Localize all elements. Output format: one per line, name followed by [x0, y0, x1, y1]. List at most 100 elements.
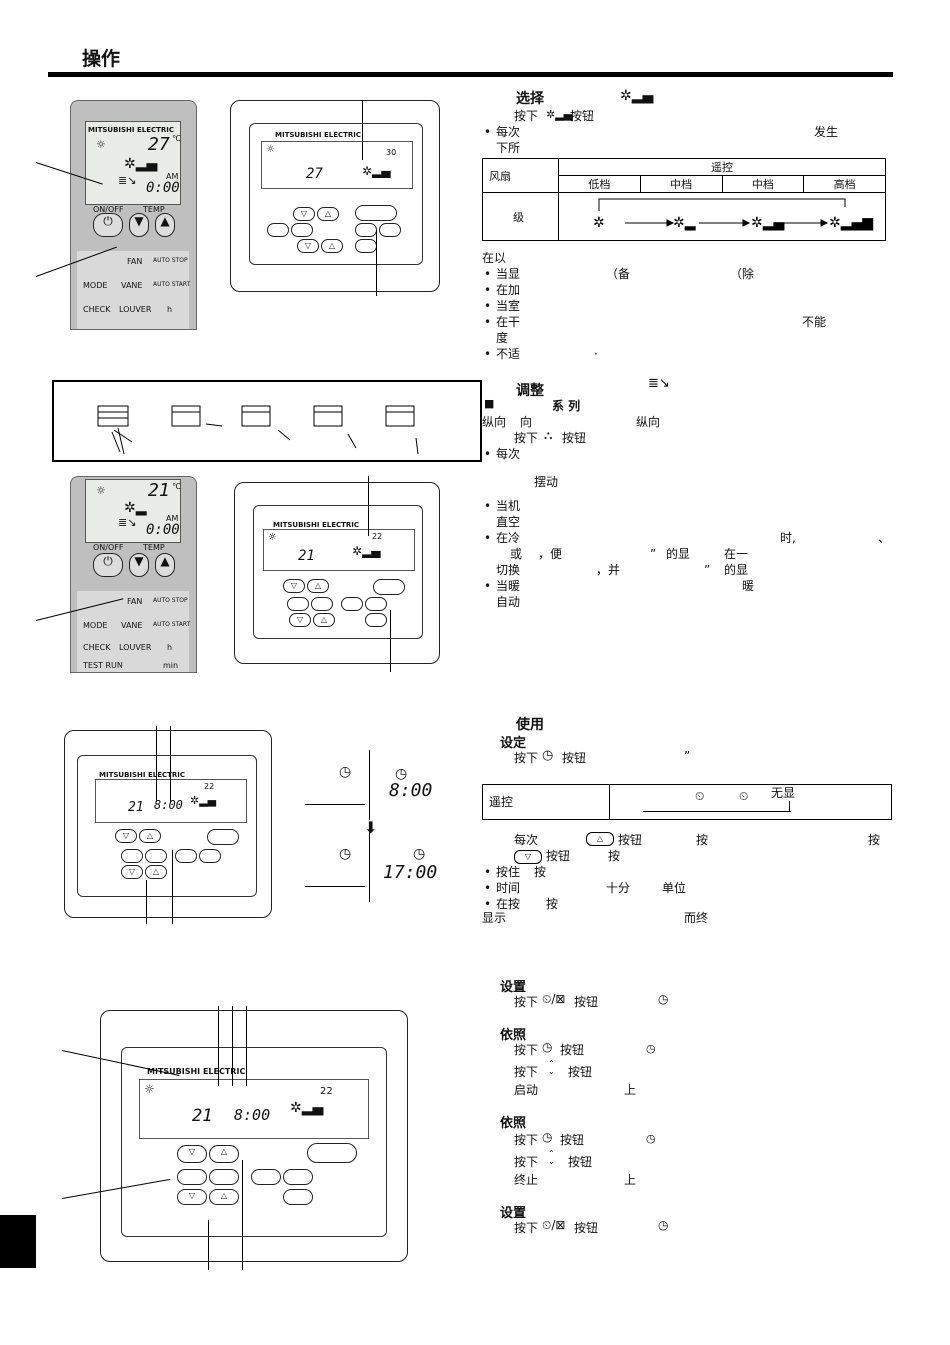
louver-label: LOUVER: [119, 643, 152, 652]
temp-up-button[interactable]: △: [209, 1145, 239, 1163]
temp-label: TEMP: [143, 205, 165, 214]
up-button-icon: △: [586, 832, 614, 846]
down-button[interactable]: ▽: [289, 613, 311, 627]
lcd-unit: ℃: [172, 134, 181, 143]
callout-line: [146, 880, 147, 924]
louver-button[interactable]: [283, 1189, 313, 1205]
onoff-s3-btn2: 按钮: [568, 1155, 593, 1169]
mode-button[interactable]: [267, 223, 289, 237]
vane-button[interactable]: [283, 1169, 313, 1185]
clock-icon: ◷: [542, 1040, 553, 1054]
temp-up-button[interactable]: ▲: [155, 213, 175, 237]
timer-section-title: 使用: [516, 717, 544, 733]
temp-down-button[interactable]: ▽: [293, 207, 315, 221]
clock-icon: ◷: [646, 1132, 656, 1145]
temp-down-button[interactable]: ▼: [129, 553, 149, 577]
fan-step: 按下: [514, 109, 539, 123]
louver-button[interactable]: [355, 239, 377, 253]
up-down-icon: ⌃⌄: [548, 1149, 555, 1166]
set-temp: 22: [372, 532, 383, 541]
clock-icon: ◷: [339, 764, 352, 780]
fan-level-label: 级: [482, 192, 559, 241]
fan-level-low: 低档: [558, 175, 641, 193]
onoff-s1-step: 按下: [514, 995, 539, 1009]
brand-logo: MITSUBISHI ELECTRIC: [99, 771, 186, 779]
vane-series: 系 列: [552, 399, 581, 413]
fan-button[interactable]: [355, 223, 377, 237]
up-button[interactable]: △: [313, 613, 335, 627]
fan-level-diagram: ✲ ✲▂ ✲▂▄ ✲▂▄▆: [558, 192, 886, 241]
vane-button[interactable]: [365, 597, 387, 611]
temp-down-button[interactable]: ▽: [283, 579, 305, 593]
onoff-button[interactable]: ⏻: [93, 553, 123, 577]
temp-up-button[interactable]: △: [317, 207, 339, 221]
timer-display-table: 遥控 ⏲ ⏲ 无显: [482, 784, 892, 820]
fan-section-title: 选择: [516, 91, 544, 107]
timer-bullet: 时间: [484, 880, 520, 896]
fan-speed-icon: ✲▂▄: [546, 108, 573, 121]
lcd-am: AM: [166, 172, 179, 181]
fan-button[interactable]: [341, 597, 363, 611]
vane-icon: ≣↘: [648, 376, 670, 391]
temp-down-button[interactable]: ▼: [129, 213, 149, 237]
onoff-button[interactable]: [207, 829, 239, 845]
mode-button[interactable]: [121, 849, 143, 863]
timer-b3-cont: 显示: [482, 911, 507, 925]
down-button[interactable]: ▽: [177, 1189, 207, 1205]
vane-bullet-cont: 直空: [496, 515, 521, 529]
onoff-button[interactable]: [307, 1143, 357, 1163]
temp-up-button[interactable]: △: [307, 579, 329, 593]
mode-icon: ☼: [268, 532, 277, 543]
h-label: h: [167, 305, 173, 314]
vane-button[interactable]: [199, 849, 221, 863]
vane-section-title: 调整: [516, 383, 544, 399]
clock-icon: ◷: [339, 846, 352, 862]
louver-button[interactable]: [365, 613, 387, 627]
timer-button[interactable]: [291, 223, 313, 237]
onoff-s2-step3: 启动: [514, 1083, 539, 1097]
timer-button[interactable]: [311, 597, 333, 611]
display-frame: [121, 1047, 387, 1237]
vane-step-btn: 按钮: [562, 431, 587, 445]
note-item: 在加: [484, 282, 520, 298]
timer-off-icon: ⏲: [739, 789, 749, 803]
up-button[interactable]: △: [321, 239, 343, 253]
temp-up-button[interactable]: △: [139, 829, 161, 843]
onoff-button[interactable]: [373, 579, 405, 595]
note-item: 在干: [484, 314, 520, 330]
timer-mode-icon: ⏲/⊠: [542, 992, 566, 1006]
brand-logo: MITSUBISHI ELECTRIC: [273, 521, 360, 529]
timer-l1-a: 每次: [514, 833, 539, 847]
arrow-down-icon: ⬇: [364, 818, 378, 837]
temp-up-button[interactable]: ▲: [155, 553, 175, 577]
lcd-am: AM: [166, 514, 179, 523]
vane-line-a: 纵向: [482, 415, 507, 429]
up-button[interactable]: △: [145, 865, 167, 879]
svg-text:✲▂: ✲▂: [673, 215, 696, 231]
timer-button[interactable]: [209, 1169, 239, 1185]
clock-time-top: 8:00: [389, 780, 433, 801]
svg-text:✲▂▄: ✲▂▄: [751, 215, 784, 231]
fan-button[interactable]: [251, 1169, 281, 1185]
fan-speed-icon: ✲▂▄: [124, 156, 158, 172]
vane-button[interactable]: [379, 223, 401, 237]
down-button[interactable]: ▽: [297, 239, 319, 253]
onoff-button[interactable]: ⏻: [93, 213, 123, 237]
onoff-s4-title: 设置: [500, 1206, 527, 1221]
temp-down-button[interactable]: ▽: [115, 829, 137, 843]
fan-bullet: 每次: [484, 124, 520, 140]
up-button[interactable]: △: [209, 1189, 239, 1205]
fan-button[interactable]: [175, 849, 197, 863]
down-button[interactable]: ▽: [121, 865, 143, 879]
lcd-clock: 0:00: [146, 180, 180, 196]
onoff-s4-btn: 按钮: [574, 1221, 599, 1235]
fan-level-mid2: 中档: [721, 175, 805, 193]
fan-level-high: 高档: [803, 175, 886, 193]
wired-remote-timer: MITSUBISHI ELECTRIC ☼ 22 21 8:00 ✲▂▄ ▽ △…: [100, 1010, 408, 1262]
onoff-s4-step: 按下: [514, 1221, 539, 1235]
onoff-button[interactable]: [355, 205, 397, 221]
timer-button[interactable]: [145, 849, 167, 863]
mode-button[interactable]: [177, 1169, 207, 1185]
mode-button[interactable]: [287, 597, 309, 611]
temp-down-button[interactable]: ▽: [177, 1145, 207, 1163]
